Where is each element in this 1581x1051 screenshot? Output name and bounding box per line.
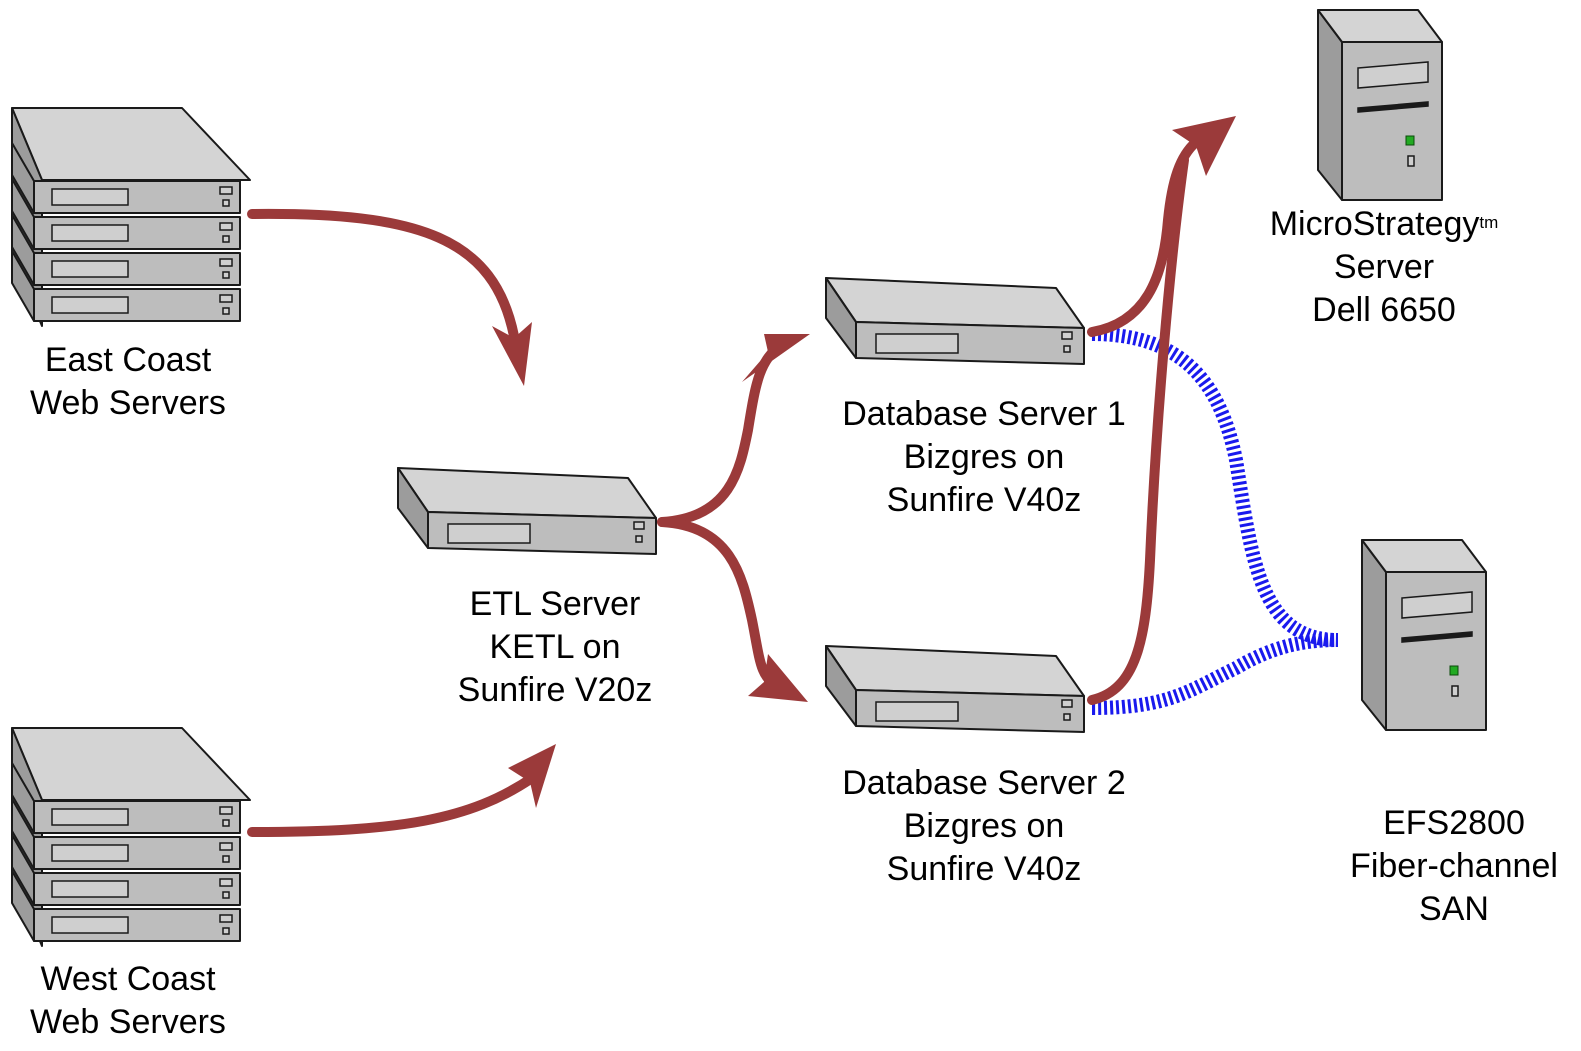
arrow-etl-to-db2: [657, 517, 783, 691]
arrowhead-etl-in-west: [508, 744, 556, 808]
database-server-2-label: Database Server 2 Bizgres on Sunfire V40…: [842, 764, 1126, 888]
db2-server-icon: [825, 645, 1085, 733]
arrowhead-ms-in: [1172, 116, 1236, 176]
db1-server-icon: [825, 277, 1085, 365]
etl-server-icon: [397, 467, 657, 555]
east-web-servers-icon: [11, 107, 251, 327]
san-label: EFS2800 Fiber-channel SAN: [1350, 804, 1558, 928]
arrowhead-etl-in-east: [492, 322, 532, 386]
microstrategy-tower-icon: [1317, 9, 1443, 201]
arrow-etl-to-db1: [657, 339, 787, 527]
west-web-servers-icon: [11, 727, 251, 947]
arrow-west-to-etl: [247, 773, 537, 837]
microstrategy-server-label: MicroStrategytm Server Dell 6650: [1269, 205, 1499, 329]
data-flow-arrows: [247, 137, 1201, 837]
east-coast-label: East Coast Web Servers: [30, 341, 226, 422]
arrow-db2-to-ms: [1087, 155, 1189, 705]
arrowheads: [492, 116, 1236, 808]
etl-server-label: ETL Server KETL on Sunfire V20z: [457, 585, 653, 709]
arrowhead-db1-in: [742, 334, 810, 382]
west-coast-label: West Coast Web Servers: [30, 960, 226, 1041]
trademark-superscript: tm: [1479, 213, 1499, 232]
database-server-1-label: Database Server 1 Bizgres on Sunfire V40…: [842, 395, 1126, 519]
arrow-east-to-etl: [247, 208, 519, 341]
arrowhead-db2-in: [748, 654, 808, 702]
san-tower-icon: [1361, 539, 1487, 731]
san-link-db2: [1091, 633, 1339, 715]
microstrategy-title: MicroStrategy: [1269, 205, 1480, 243]
